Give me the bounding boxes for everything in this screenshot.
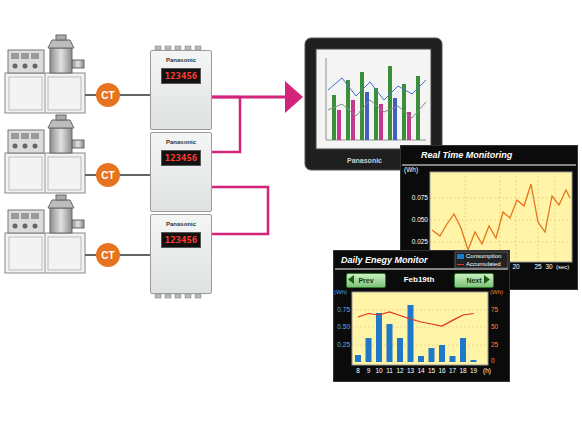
node-value: 123456 xyxy=(161,232,202,248)
axis-label: (h) xyxy=(483,368,491,375)
node-label: Panasonic xyxy=(166,221,196,227)
realtime-chart xyxy=(402,165,576,262)
legend-text: Accumulated xyxy=(466,261,501,267)
axis-label: 0 xyxy=(491,358,495,365)
axis-label: 25 xyxy=(534,264,541,271)
signal-link xyxy=(212,97,240,152)
terminal-row xyxy=(155,294,201,298)
grid-lines xyxy=(352,310,488,345)
ct-sensor: CT xyxy=(96,243,120,267)
axis-label: 0.75 xyxy=(337,307,350,314)
axis-label: 50 xyxy=(491,324,498,331)
axis-label: (Wh) xyxy=(334,289,347,295)
axis-label: 10 xyxy=(375,368,382,375)
axis-label: 0.050 xyxy=(412,217,428,224)
node-value: 123456 xyxy=(161,68,202,84)
sensor-wire xyxy=(120,255,150,256)
axis-label: 18 xyxy=(459,368,466,375)
axis-label: 8 xyxy=(356,368,360,375)
realtime-line xyxy=(432,184,570,250)
connector-line xyxy=(120,94,150,96)
node-value: 123456 xyxy=(161,150,202,166)
connector-line xyxy=(212,97,240,152)
connector-line xyxy=(212,187,268,234)
signal-link xyxy=(212,187,268,234)
ct-sensor: CT xyxy=(96,163,120,187)
axis-label: 75 xyxy=(491,307,498,314)
hmi-bars xyxy=(332,66,420,140)
accumulated-line xyxy=(358,312,474,326)
axis-label: 13 xyxy=(407,368,414,375)
connector-line xyxy=(120,254,150,256)
axis-label: 0.25 xyxy=(337,342,350,349)
axis-label: 11 xyxy=(386,368,393,375)
axis-label: 30 xyxy=(545,264,552,271)
axis-label: 25 xyxy=(491,342,498,349)
node-label: Prev xyxy=(358,277,373,284)
axis-label: (Wh) xyxy=(490,289,503,295)
legend-item: Accumulated xyxy=(457,261,501,267)
node-label: Panasonic xyxy=(166,139,196,145)
connector-line xyxy=(212,96,286,99)
node-label: CT xyxy=(101,90,114,101)
machine-icon xyxy=(5,35,96,113)
axis-label: 17 xyxy=(449,368,456,375)
node-label: CT xyxy=(101,250,114,261)
axis-label: 20 xyxy=(512,264,519,271)
arrow-head xyxy=(285,81,303,113)
consumption-bars xyxy=(355,305,477,362)
node-label: Panasonic xyxy=(166,57,196,63)
sensor-wire xyxy=(120,95,150,96)
node-label: CT xyxy=(101,170,114,181)
legend-item: Consumption xyxy=(457,253,501,259)
machine-icon xyxy=(5,115,96,193)
connector-line xyxy=(120,174,150,176)
axis-label: 14 xyxy=(417,368,424,375)
axis-label: 0.025 xyxy=(412,239,428,246)
axis-label: 0.075 xyxy=(412,195,428,202)
energy-meter: Panasonic 123456 xyxy=(150,132,212,212)
axis-label: Feb19th xyxy=(404,276,435,284)
signal-link xyxy=(212,81,303,113)
axis-label: 19 xyxy=(470,368,477,375)
grid-lines xyxy=(430,172,572,262)
node-label: Panasonic xyxy=(347,157,382,164)
axis-label: (Wh) xyxy=(404,167,418,174)
ct-sensor: CT xyxy=(96,83,120,107)
axis-label: 0.50 xyxy=(337,324,350,331)
axis-label: 15 xyxy=(428,368,435,375)
node-label: Next xyxy=(466,277,481,284)
energy-meter: Panasonic 123456 xyxy=(150,50,212,130)
axis-label: 12 xyxy=(396,368,403,375)
machine-icon xyxy=(5,195,96,273)
node-label: Real Time Monitoring xyxy=(421,150,512,160)
legend-line-sample xyxy=(457,264,464,265)
axis-label: (sec) xyxy=(556,264,569,270)
legend-swatch xyxy=(457,254,464,259)
sensor-wire xyxy=(120,175,150,176)
energy-meter: Panasonic 123456 xyxy=(150,214,212,294)
legend-text: Consumption xyxy=(466,253,501,259)
axis-label: 9 xyxy=(367,368,371,375)
axis-label: 16 xyxy=(438,368,445,375)
node-label: Daily Enegy Monitor xyxy=(341,255,428,265)
daily-chart xyxy=(335,252,508,365)
